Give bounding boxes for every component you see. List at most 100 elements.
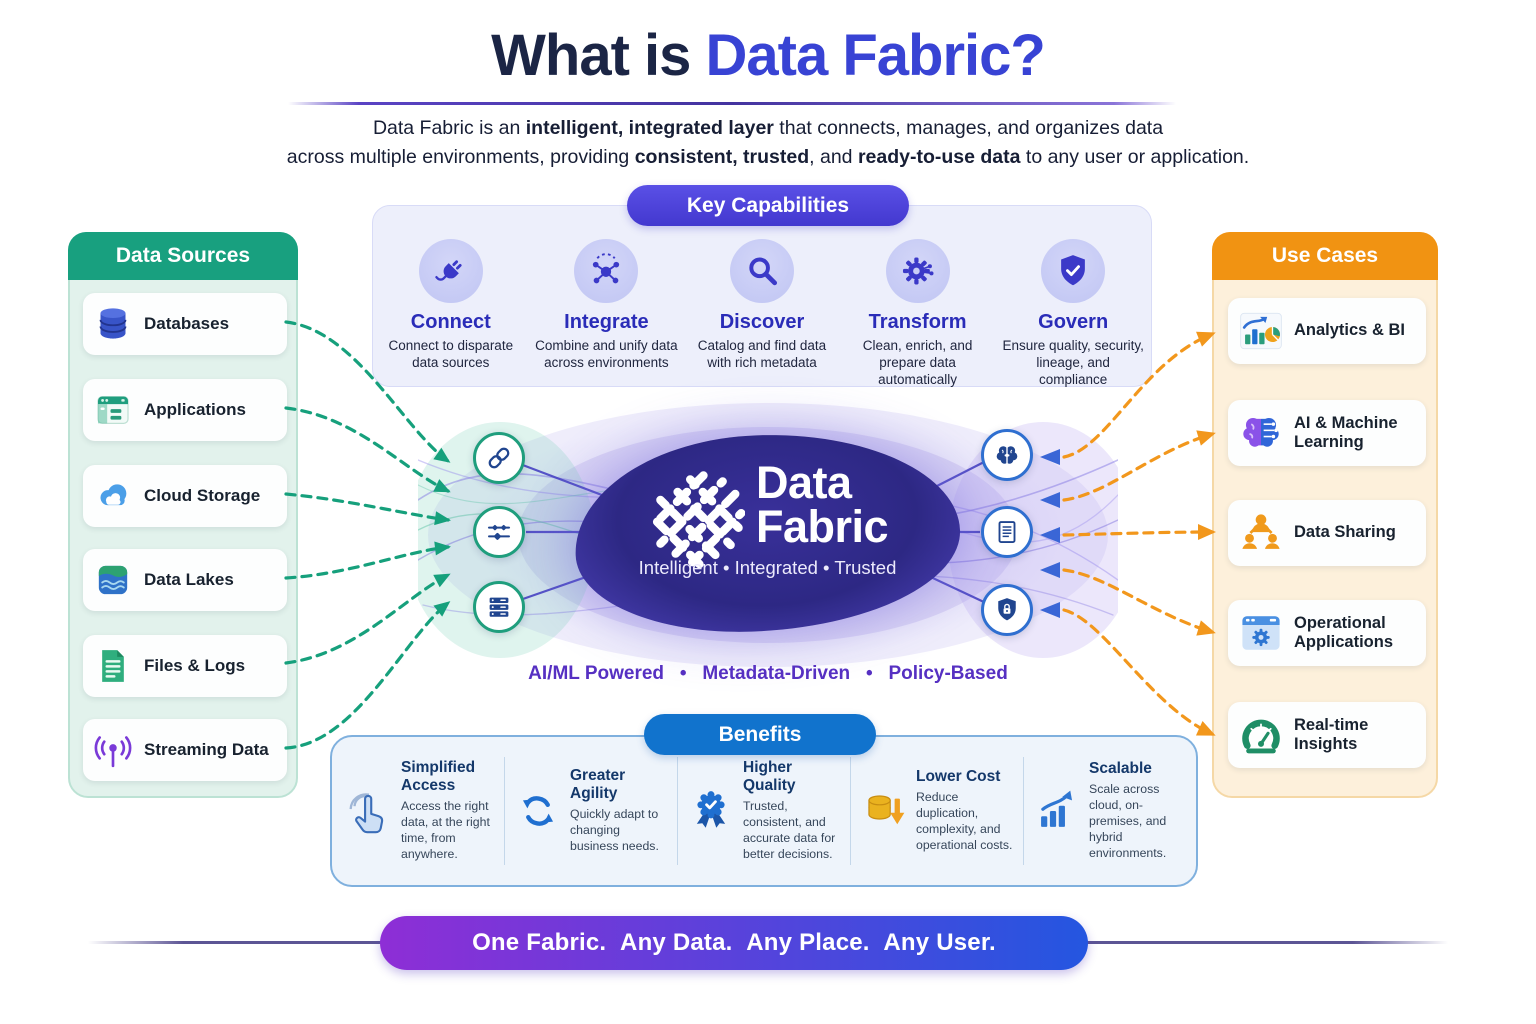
data-lake-icon <box>98 565 128 595</box>
hub-node-link <box>473 432 525 484</box>
benefit-desc: Scale across cloud, on-premises, and hyb… <box>1089 781 1167 860</box>
benefit-desc: Reduce duplication, complexity, and oper… <box>916 789 1013 852</box>
use-case-realtime-insights: Real-time Insights <box>1228 702 1426 768</box>
file-icon <box>102 650 124 682</box>
source-label: Cloud Storage <box>144 486 261 506</box>
key-capabilities-panel: Connect Connect to disparate data source… <box>372 205 1152 387</box>
title-highlight: Data Fabric? <box>705 23 1046 88</box>
coins-down-icon <box>868 795 905 825</box>
capability-desc: Clean, enrich, and prepare data automati… <box>862 338 973 387</box>
benefit-title: Simplified Access <box>401 759 476 795</box>
capability-discover: Discover Catalog and find data with rich… <box>684 239 840 372</box>
source-data-lakes: Data Lakes <box>83 549 287 611</box>
benefits-header: Benefits <box>644 714 876 755</box>
use-case-label: Analytics & BI <box>1294 321 1405 340</box>
subtitle-bold: ready-to-use data <box>857 146 1021 169</box>
use-case-data-sharing: Data Sharing <box>1228 500 1426 566</box>
touch-icon <box>349 793 384 834</box>
shield-lock-icon <box>998 598 1016 621</box>
data-sources-header: Data Sources <box>68 232 298 280</box>
source-databases: Databases <box>83 293 287 355</box>
link-icon <box>488 447 510 469</box>
subtitle: Data Fabric is an intelligent, integrate… <box>168 114 1368 173</box>
analytics-chart-icon <box>1240 312 1282 350</box>
growth-icon <box>1041 790 1073 827</box>
subtitle-line-1: Data Fabric is an intelligent, integrate… <box>372 117 1164 139</box>
hub-tagline: Intelligent • Integrated • Trusted <box>638 557 897 578</box>
benefit-title: Higher Quality <box>743 759 796 795</box>
source-cloud-storage: Cloud Storage <box>83 465 287 527</box>
hub-footer-caption: AI/ML Powered • Metadata-Driven • Policy… <box>528 663 1008 684</box>
brain-icon <box>996 446 1018 464</box>
app-gear-icon <box>1242 616 1280 650</box>
hub-node-security <box>981 584 1033 636</box>
source-streaming-data: Streaming Data <box>83 719 287 781</box>
benefits-panel: Simplified Access Access the right data,… <box>330 735 1198 887</box>
title-prefix: What is <box>491 23 706 88</box>
key-capabilities-header: Key Capabilities <box>627 185 909 226</box>
subtitle-line-2: across multiple environments, providing … <box>286 146 1250 169</box>
benefit-title: Greater Agility <box>570 767 626 803</box>
benefit-desc: Trusted, consistent, and accurate data f… <box>743 798 836 861</box>
gear-icon <box>902 257 934 285</box>
use-case-label: Data Sharing <box>1294 523 1396 542</box>
ai-brain-icon <box>1243 417 1279 447</box>
use-case-label: Real-time Insights <box>1294 715 1369 753</box>
benefit-higher-quality: Higher Quality Trusted, consistent, and … <box>677 757 850 865</box>
capability-desc: Catalog and find data with rich metadata <box>697 338 827 370</box>
antenna-icon <box>94 736 132 768</box>
benefit-lower-cost: Lower Cost Reduce duplication, complexit… <box>850 757 1023 865</box>
capability-transform: Transform Clean, enrich, and prepare dat… <box>840 239 996 389</box>
capability-title: Integrate <box>564 311 649 333</box>
hub-node-document <box>981 506 1033 558</box>
refresh-icon <box>522 796 554 826</box>
source-label: Data Lakes <box>144 570 234 590</box>
gauge-icon <box>1242 719 1280 754</box>
source-label: Applications <box>144 400 247 420</box>
use-case-label: AI & Machine Learning <box>1294 413 1398 451</box>
network-icon <box>593 253 620 284</box>
hub-title: Data Fabric <box>756 460 889 553</box>
benefit-greater-agility: Greater Agility Quickly adapt to changin… <box>504 757 677 865</box>
source-files-logs: Files & Logs <box>83 635 287 697</box>
use-case-analytics-bi: Analytics & BI <box>1228 298 1426 364</box>
benefit-simplified-access: Simplified Access Access the right data,… <box>332 757 504 865</box>
capability-desc: Combine and unify data across environmen… <box>535 338 678 370</box>
benefit-title: Lower Cost <box>916 768 1001 786</box>
source-label: Databases <box>144 314 230 334</box>
database-icon <box>99 308 127 339</box>
hub-node-brain <box>981 429 1033 481</box>
hub-title-line2: Fabric <box>756 501 889 553</box>
use-cases-header: Use Cases <box>1212 232 1438 280</box>
page-title: What is Data Fabric? <box>0 22 1536 89</box>
benefit-desc: Access the right data, at the right time… <box>401 798 490 861</box>
benefit-scalable: Scalable Scale across cloud, on-premises… <box>1023 757 1196 865</box>
people-network-icon <box>1242 514 1280 549</box>
plug-icon <box>435 260 462 281</box>
capability-integrate: Integrate Combine and unify data across … <box>529 239 685 372</box>
shield-check-icon <box>1061 255 1086 286</box>
use-case-ai-ml: AI & Machine Learning <box>1228 400 1426 466</box>
data-sources-panel: Data Sources Databases Applications Clou… <box>68 232 298 798</box>
fabric-weave-icon <box>650 471 745 570</box>
application-window-icon <box>97 396 129 424</box>
capability-govern: Govern Ensure quality, security, lineage… <box>995 239 1151 389</box>
sliders-icon <box>488 524 510 540</box>
server-icon <box>489 597 509 617</box>
source-applications: Applications <box>83 379 287 441</box>
benefit-desc: Quickly adapt to changing business needs… <box>570 806 659 853</box>
source-label: Streaming Data <box>144 740 269 760</box>
badge-check-icon <box>696 791 726 828</box>
title-underline <box>288 102 1176 105</box>
capability-title: Govern <box>1038 311 1109 333</box>
hub-node-server <box>473 581 525 633</box>
capability-title: Discover <box>719 311 805 333</box>
capability-title: Transform <box>868 311 967 333</box>
capability-connect: Connect Connect to disparate data source… <box>373 239 529 372</box>
capability-title: Connect <box>410 311 491 333</box>
use-case-operational-apps: Operational Applications <box>1228 600 1426 666</box>
capability-desc: Ensure quality, security, lineage, and c… <box>1002 338 1144 387</box>
subtitle-bold: consistent, trusted <box>634 146 810 169</box>
capability-desc: Connect to disparate data sources <box>388 338 514 370</box>
